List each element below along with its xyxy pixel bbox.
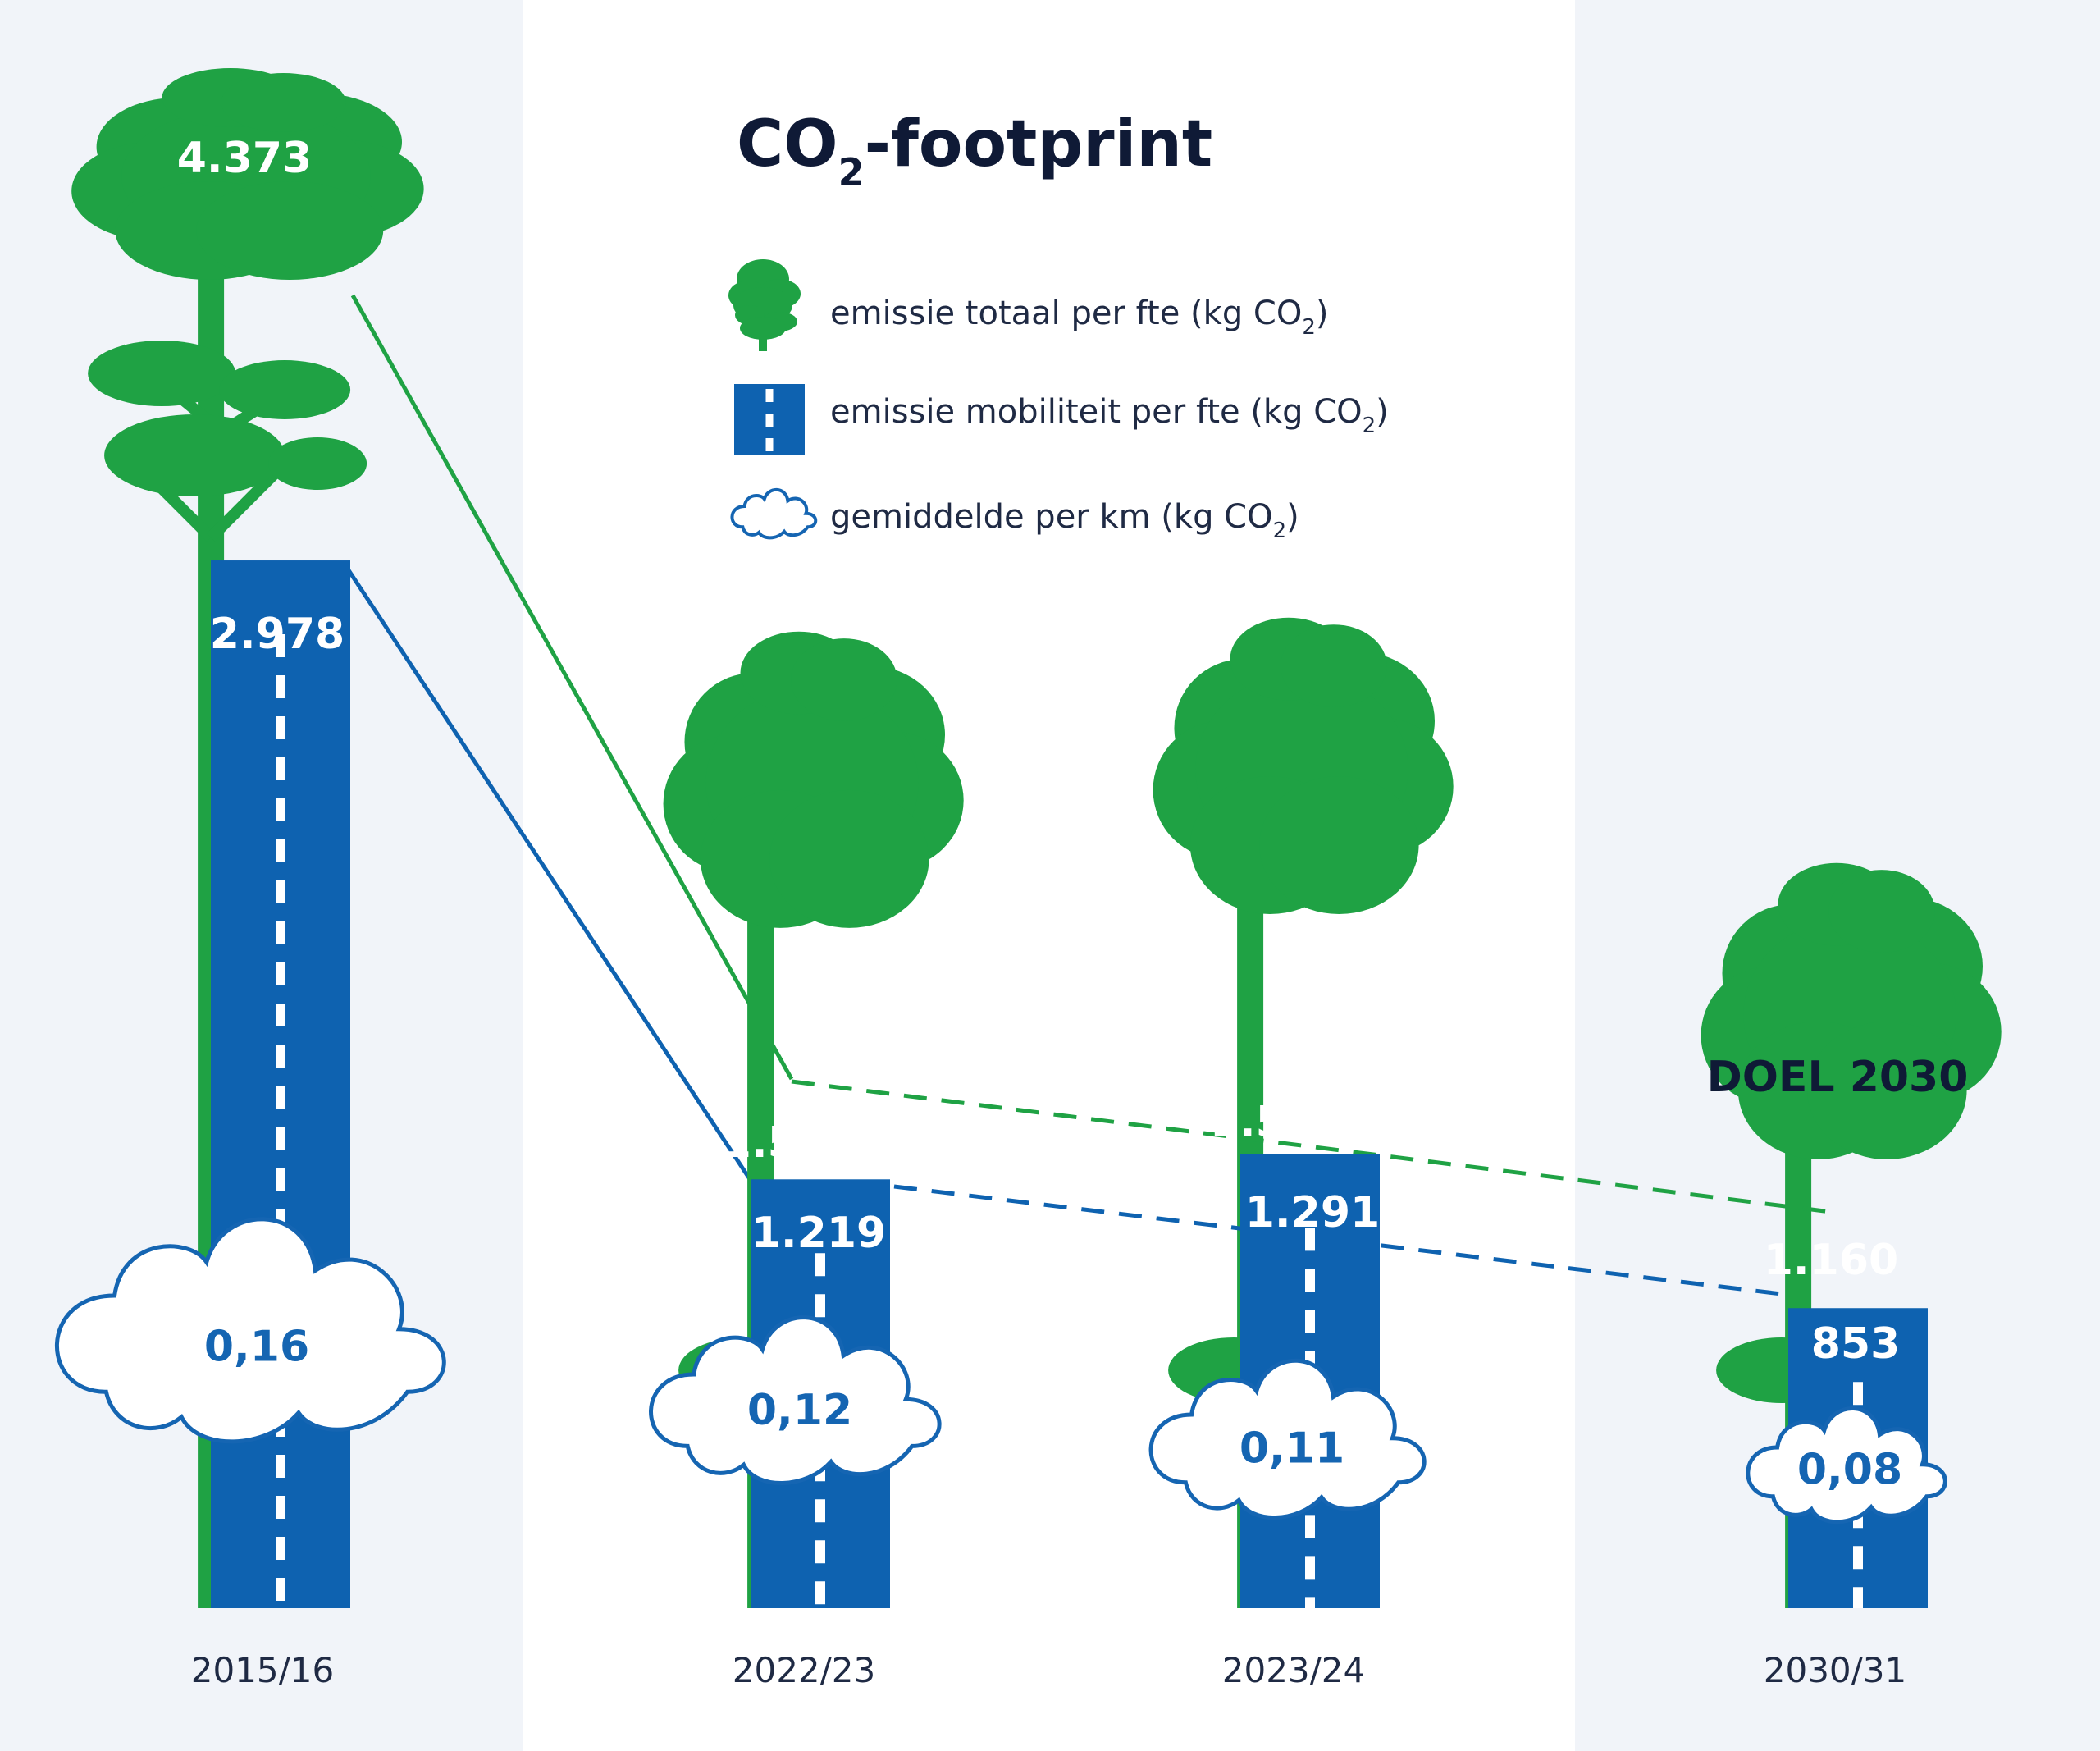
legend-label-per-km: gemiddelde per km (kg CO2): [830, 498, 1299, 543]
mobility-label-0: 2.978: [210, 610, 345, 659]
tree-crown-0: [71, 68, 424, 280]
cloud-shape-2: [1148, 1358, 1427, 1520]
target-annotation: DOEL 2030: [1707, 1053, 1969, 1102]
cloud-shape-0: [54, 1217, 446, 1444]
trend-line-total-dashed: [791, 1079, 1838, 1215]
tree-3: [1701, 862, 2002, 1608]
trend-line-mobility-solid: [346, 569, 756, 1186]
cloud-shape-1: [649, 1315, 942, 1486]
chart-title: CO2-footprint: [737, 107, 1212, 194]
mobility-label-1: 1.219: [751, 1209, 886, 1258]
cloud-0: 0,16: [54, 1217, 446, 1444]
legend-tree-blob-6: [740, 317, 786, 340]
cloud-label-1: 0,12: [747, 1386, 852, 1435]
tree-crown-3-blob-7: [1807, 1021, 1967, 1159]
cloud-label-2: 0,11: [1239, 1424, 1344, 1473]
tree-crown-1-blob-9: [791, 638, 897, 721]
legend-cloud-shape: [730, 487, 818, 540]
cloud-3: 0,08: [1746, 1406, 1947, 1525]
tree-branch-d-0: [207, 468, 281, 542]
legend-label-mobility: emissie mobiliteit per fte (kg CO2): [830, 393, 1389, 438]
total-label-3: 1.160: [1764, 1236, 1898, 1285]
cloud-2: 0,11: [1148, 1358, 1427, 1520]
tree-crown-3: [1701, 862, 2002, 1159]
category-label-1: 2022/23: [733, 1650, 875, 1690]
legend-road-icon: [734, 384, 805, 455]
road-bar-0: [211, 560, 350, 1608]
legend-cloud-icon: [730, 487, 818, 540]
tree-crown-3-blob-9: [1828, 870, 1935, 953]
tree-crown-2-blob-9: [1281, 624, 1387, 707]
chart-marks: 4.373 1.527 1.549 1.160 2.978 1.219 1.291 853 0,…: [54, 68, 2002, 1690]
tree-crown-0-blob-7: [196, 181, 384, 280]
trend-lines: [346, 294, 794, 1186]
total-label-1: 1.527: [722, 1118, 856, 1168]
total-label-0: 4.373: [177, 134, 312, 183]
category-label-2: 2023/24: [1222, 1650, 1365, 1690]
tree-crown-2: [1153, 617, 1454, 914]
cloud-1: 0,12: [649, 1315, 942, 1486]
mobility-label-3: 853: [1811, 1319, 1901, 1369]
mobility-label-2: 1.291: [1245, 1188, 1380, 1237]
legend-tree-icon: [728, 259, 801, 351]
cloud-shape-3: [1746, 1406, 1947, 1525]
cloud-label-0: 0,16: [204, 1322, 309, 1371]
category-label-0: 2015/16: [191, 1650, 334, 1690]
tree-1: [663, 631, 964, 1608]
tree-crown-0-blob-9: [221, 73, 346, 132]
tree-0: [71, 68, 424, 1608]
tree-leaf-a-0: [88, 341, 236, 406]
category-label-3: 2030/31: [1764, 1650, 1906, 1690]
trend-line-total-solid: [350, 294, 794, 1081]
tree-crown-1-blob-7: [769, 789, 929, 928]
tree-crown-2-blob-7: [1259, 775, 1419, 914]
legend-label-total: emissie totaal per fte (kg CO2): [830, 295, 1329, 340]
tree-leaf-c-0: [104, 414, 285, 496]
tree-leaf-b-0: [219, 360, 351, 419]
cloud-label-3: 0,08: [1797, 1445, 1902, 1494]
tree-crown-1: [663, 631, 964, 928]
legend: emissie totaal per fte (kg CO2) emissie …: [728, 259, 1389, 543]
center-panel: [523, 0, 1575, 1751]
tree-leaf-d-0: [268, 437, 368, 490]
total-label-2: 1.549: [1210, 1098, 1344, 1147]
